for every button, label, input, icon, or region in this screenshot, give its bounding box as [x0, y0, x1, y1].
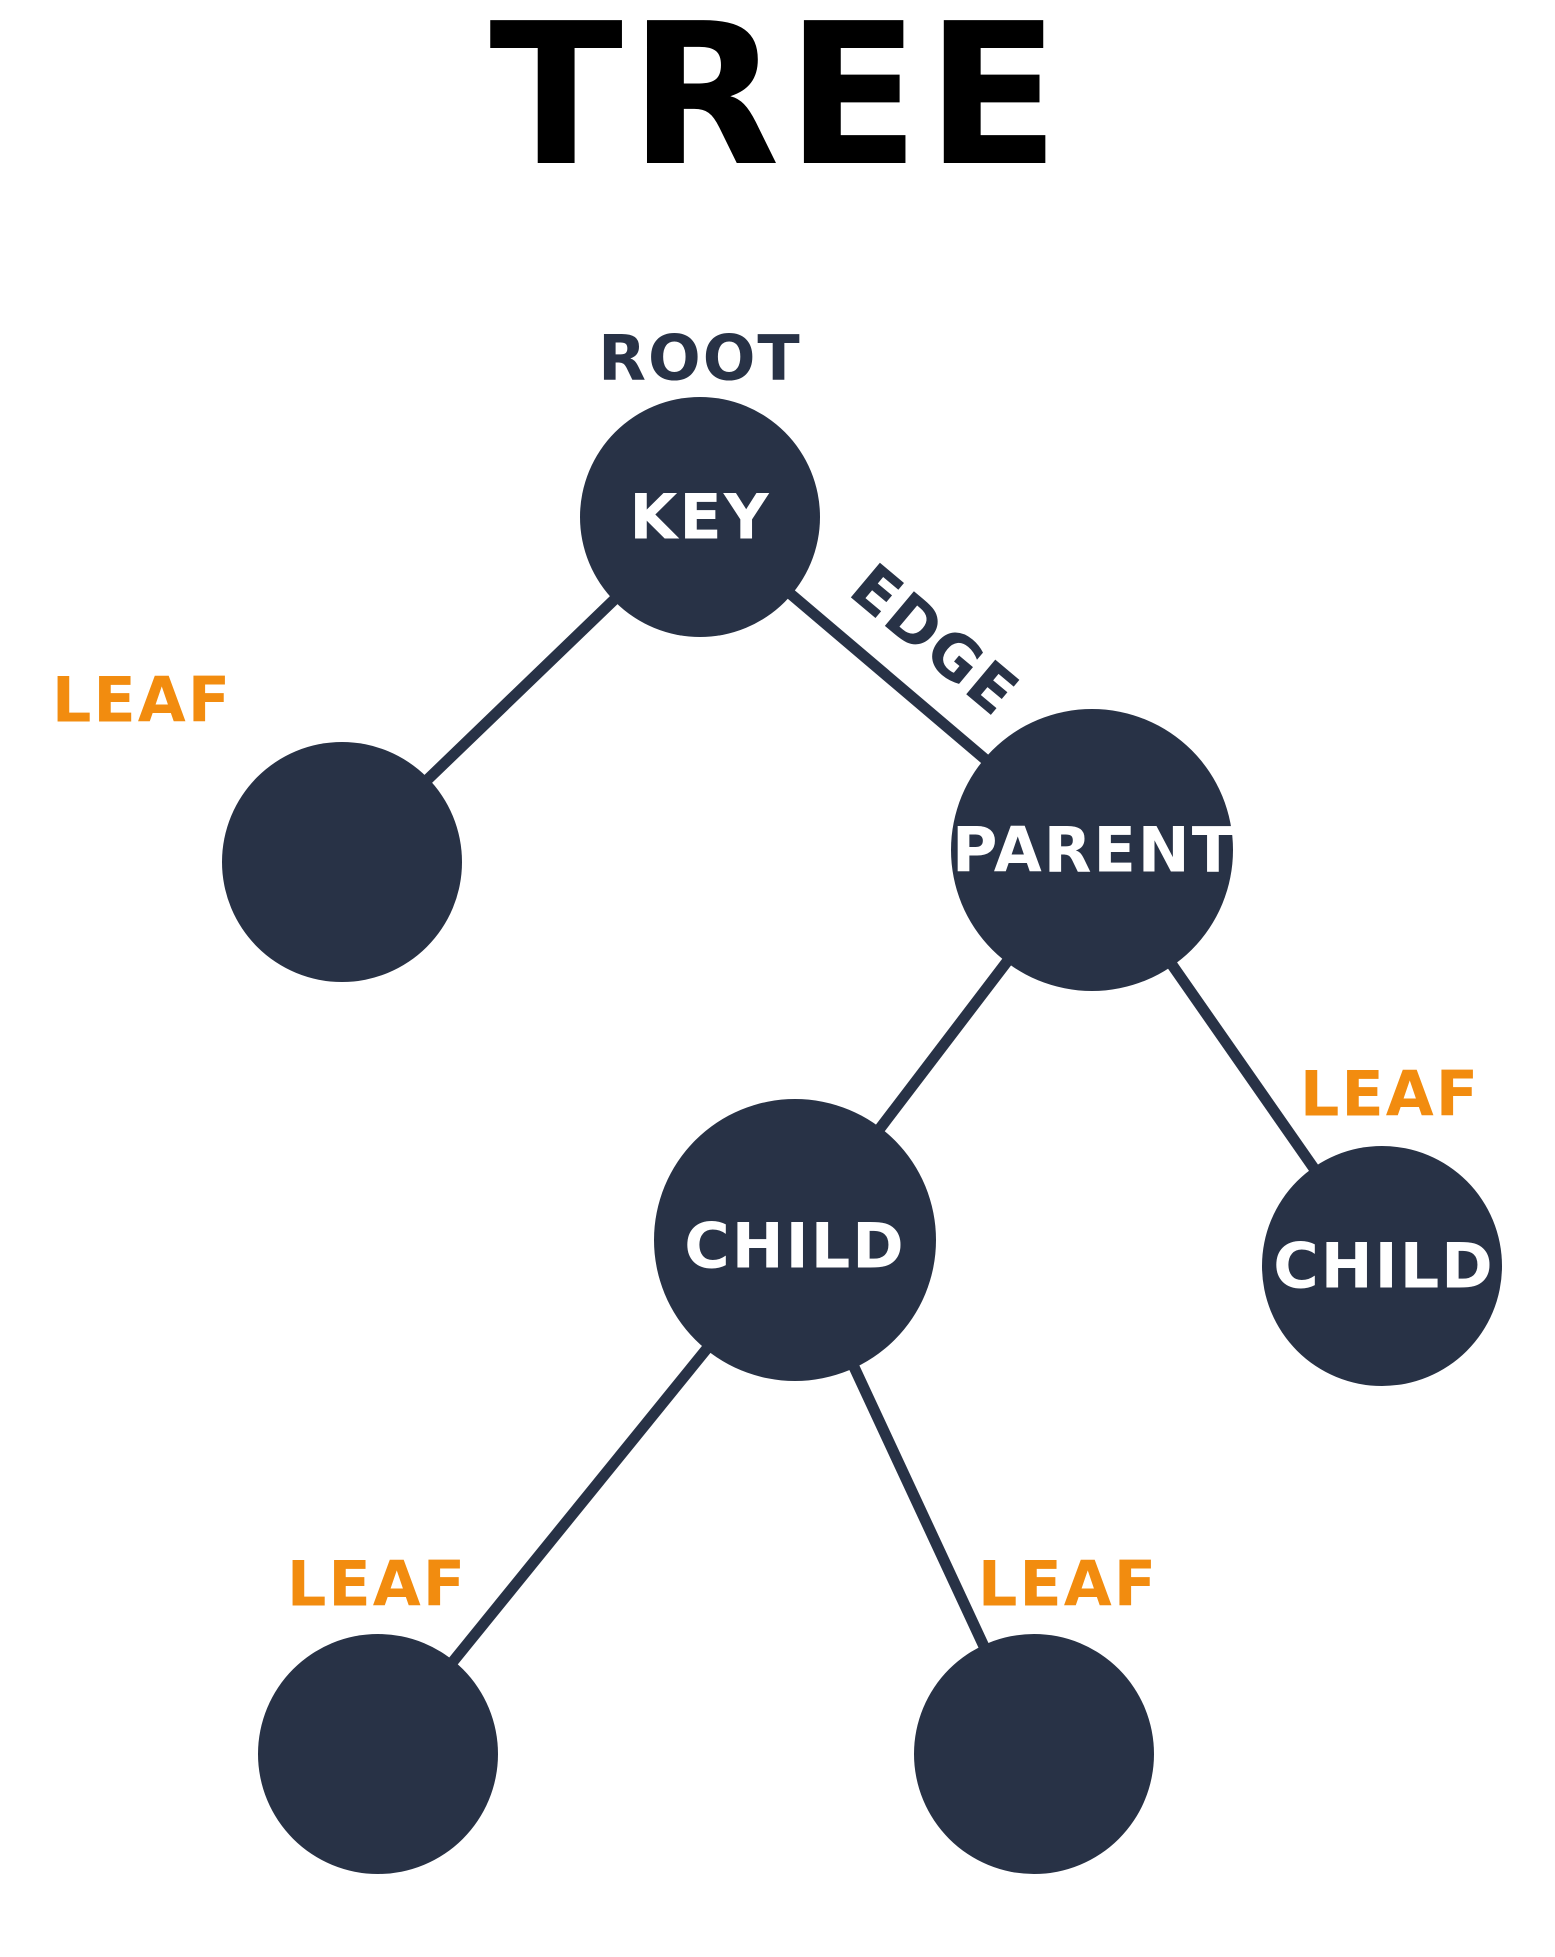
- bottom-right-leaf-node: [914, 1634, 1154, 1874]
- root-node-label: KEY: [629, 481, 770, 554]
- right-child-node: [1262, 1146, 1502, 1386]
- left-child-node-label: CHILD: [684, 1210, 905, 1283]
- nodes: [222, 397, 1502, 1874]
- root-label: ROOT: [598, 322, 801, 395]
- leaf-label-bottom-right: LEAF: [978, 1548, 1158, 1621]
- leaf-label-upper-left: LEAF: [52, 664, 232, 737]
- left-leaf-node: [222, 742, 462, 982]
- parent-node: [951, 709, 1233, 991]
- root-node: [580, 397, 820, 637]
- right-child-node-label: CHILD: [1273, 1230, 1494, 1303]
- leaf-label-right: LEAF: [1300, 1058, 1480, 1131]
- leaf-label-bottom-left: LEAF: [287, 1548, 467, 1621]
- bottom-left-leaf-node: [258, 1634, 498, 1874]
- left-child-node: [654, 1099, 936, 1381]
- edge-label: EDGE: [837, 549, 1033, 730]
- diagram-title: TREE: [489, 0, 1066, 210]
- parent-node-label: PARENT: [952, 814, 1236, 887]
